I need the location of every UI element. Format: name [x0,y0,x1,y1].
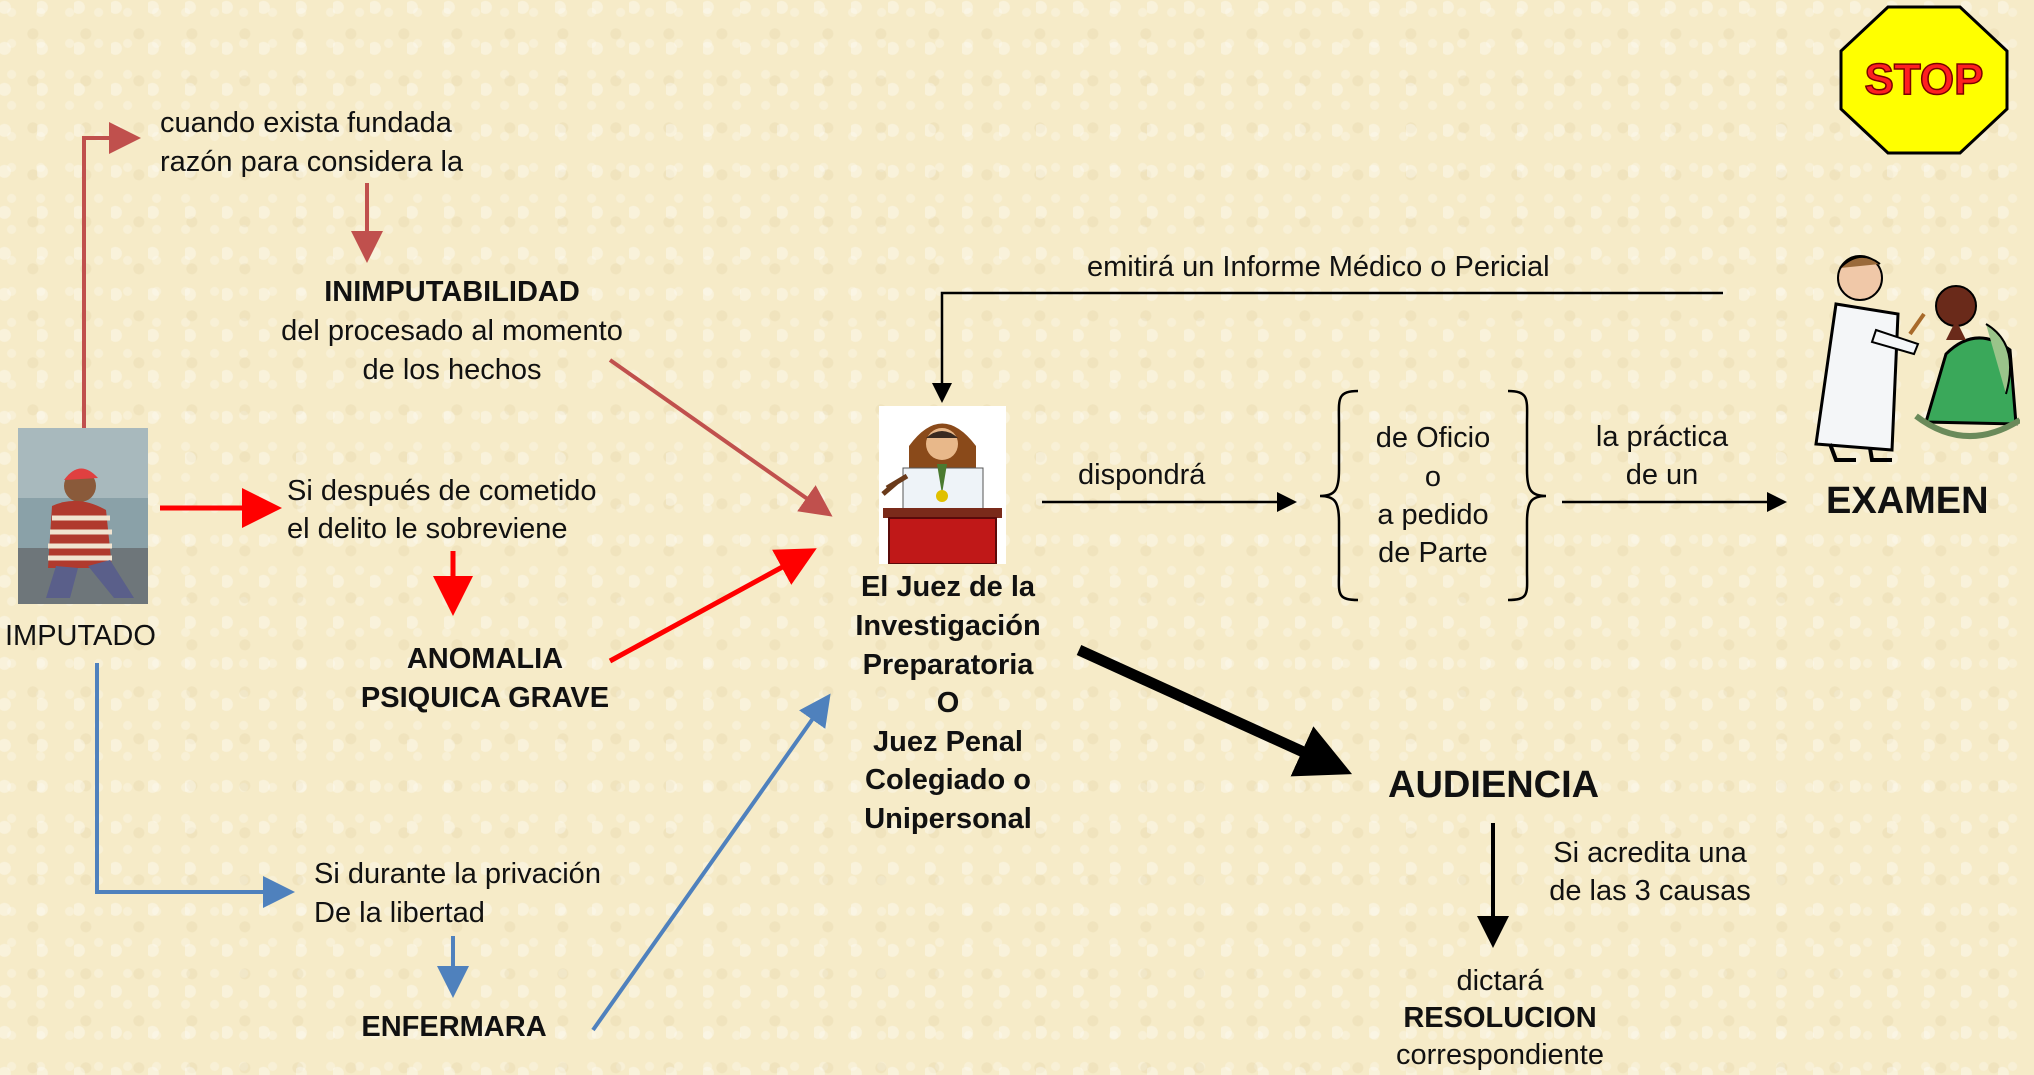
arrow-inimputabilidad-to-judge [608,358,833,517]
audiencia-label: AUDIENCIA [1388,764,1600,806]
brace-line1: de Oficio [1375,422,1491,454]
stop-sign-icon[interactable]: STOP [1838,4,2010,156]
bottom-condition-line2: De la libertad [314,897,485,929]
judge-line7: Unipersonal [864,803,1032,835]
anomalia-line1: ANOMALIA [406,643,564,675]
bottom-condition-line1: Si durante la privación [314,858,601,890]
judge-line4: O [936,687,960,719]
stop-label: STOP [1864,55,1983,104]
left-brace [1319,389,1359,602]
imputado-person-icon [18,428,148,604]
brace-line2: o [1424,461,1442,493]
resolucion-label: RESOLUCION [1403,1002,1597,1034]
anomalia-line2: PSIQUICA GRAVE [360,682,610,714]
medical-exam-icon [1814,255,2020,462]
judge-line1: El Juez de la [860,571,1036,603]
top-condition-line2: razón para considera la [160,146,464,178]
arrow-judge-to-audiencia [1076,644,1353,777]
acredita-line2: de las 3 causas [1549,875,1751,907]
practica-line1: la práctica [1595,421,1729,453]
middle-condition-line2: el delito le sobreviene [287,513,568,545]
arrow-imputado-to-top [82,122,141,428]
inimputabilidad-line2: del procesado al momento [281,315,623,347]
middle-condition-line1: Si después de cometido [287,475,597,507]
top-condition-line1: cuando exista fundada [160,107,452,139]
brace-line3: a pedido [1377,499,1489,531]
judge-icon [879,406,1006,564]
practica-line2: de un [1625,459,1699,491]
judge-line6: Colegiado o [865,764,1031,796]
correspondiente-label: correspondiente [1396,1039,1604,1071]
judge-line2: Investigación [855,610,1041,642]
judge-line3: Preparatoria [862,649,1034,681]
judge-line5: Juez Penal [873,726,1023,758]
imputado-label: IMPUTADO [5,620,156,652]
arrow-imputado-to-bottom [95,663,295,908]
inimputabilidad-title: INIMPUTABILIDAD [324,276,580,308]
dictara-label: dictará [1456,965,1544,997]
arrow-informe-to-judge [932,291,1723,403]
brace-line4: de Parte [1378,537,1488,569]
examen-label: EXAMEN [1826,480,1989,522]
acredita-line1: Si acredita una [1553,837,1747,869]
inimputabilidad-line3: de los hechos [362,354,542,386]
informe-label: emitirá un Informe Médico o Pericial [1087,251,1550,283]
dispondra-label: dispondrá [1078,459,1206,491]
arrow-anomalia-to-judge [608,548,817,664]
right-brace [1507,389,1547,602]
arrow-enfermara-to-judge [591,693,831,1032]
enfermara-label: ENFERMARA [361,1011,547,1043]
